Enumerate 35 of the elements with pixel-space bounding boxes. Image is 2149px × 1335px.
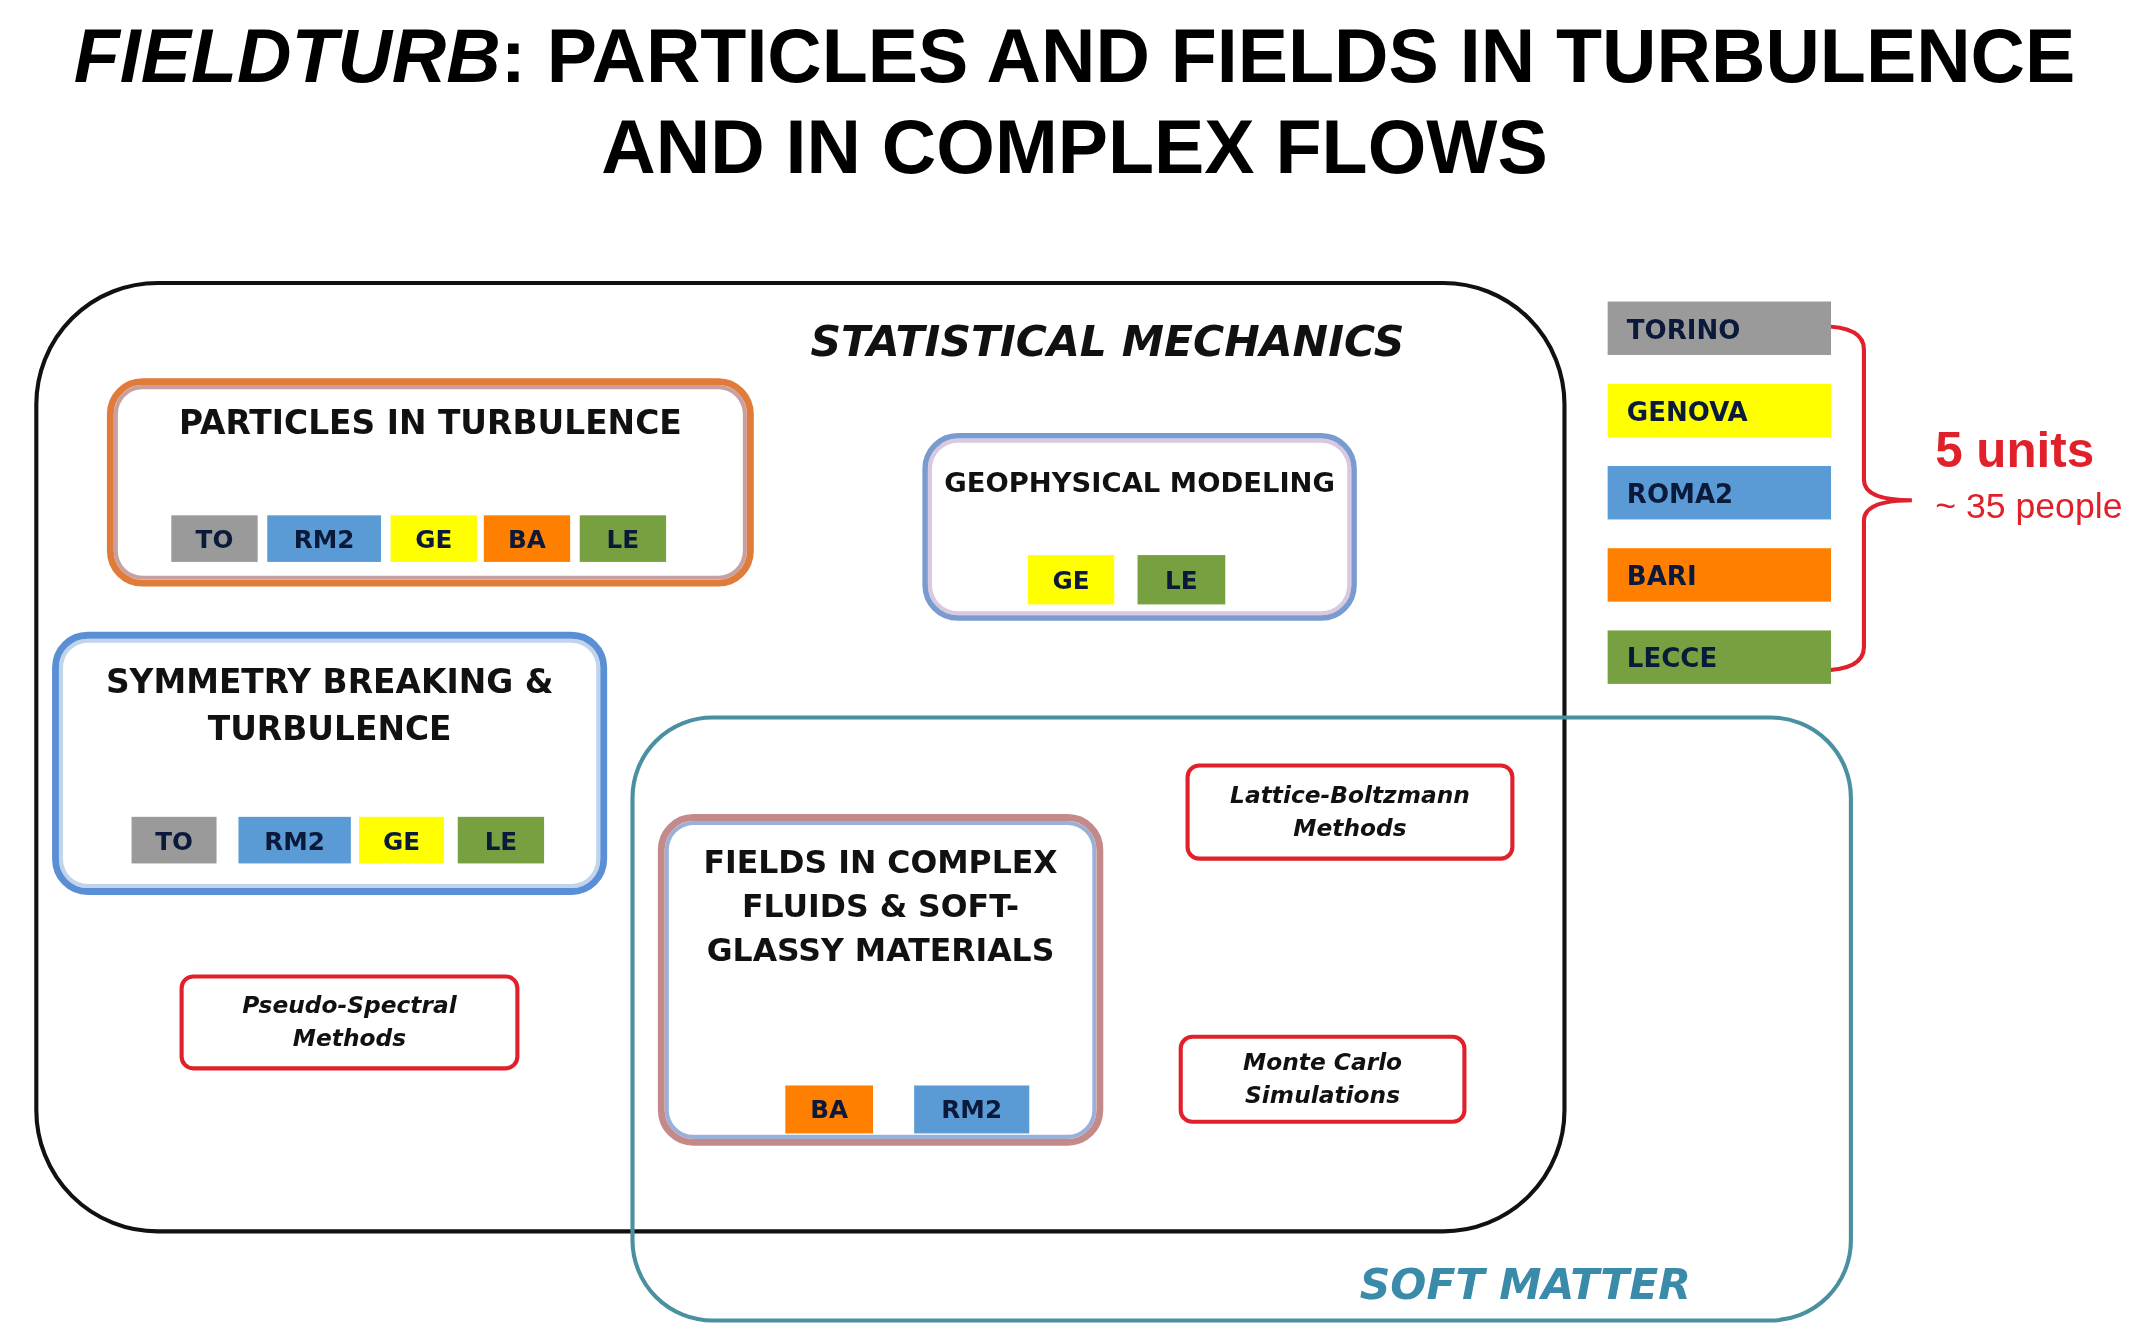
legend-label: ROMA2 [1626,477,1734,508]
unit-tag: GE [359,816,445,864]
legend-label: BARI [1626,559,1697,590]
unit-tag: LE [579,515,667,562]
unit-tag: RM2 [238,816,351,864]
unit-tag: RM2 [267,515,381,562]
unit-tag: TO [131,816,217,864]
unit-tag: LE [457,816,545,864]
group-box [922,433,1357,621]
unit-tag: BA [483,515,571,562]
unit-tag: GE [390,515,477,562]
region-outline [630,715,1853,1323]
group-box [52,631,608,895]
method-box: Pseudo-Spectral Methods [179,974,520,1071]
group-title: PARTICLES IN TURBULENCE [177,403,683,445]
legend-label: TORINO [1626,313,1741,344]
group-title: FIELDS IN COMPLEX FLUIDS & SOFT-GLASSY MATERIALS [702,843,1059,971]
group-title: GEOPHYSICAL MODELING [943,465,1337,501]
group-box [657,814,1104,1146]
unit-tag: GE [1027,555,1115,605]
legend-label: GENOVA [1626,395,1748,426]
legend-label: LECCE [1626,642,1718,673]
note-text: 5 units [1935,422,2095,480]
group-title: SYMMETRY BREAKING & TURBULENCE [104,662,555,750]
region-title: SOFT MATTER [1358,1259,1693,1309]
method-box: Monte Carlo Simulations [1178,1034,1467,1124]
region-title: STATISTICAL MECHANICS [809,316,1406,366]
group-box [106,378,754,587]
note-text: ~ 35 people [1935,485,2123,528]
unit-tag: BA [785,1085,874,1134]
unit-tag: RM2 [914,1085,1030,1134]
unit-tag: LE [1137,555,1226,605]
method-box: Lattice-Boltzmann Methods [1185,763,1515,861]
unit-tag: TO [171,515,258,562]
title: FIELDTURB: PARTICLES AND FIELDS IN TURBULENCE AND IN COMPLEX FLOWS [72,12,2077,192]
